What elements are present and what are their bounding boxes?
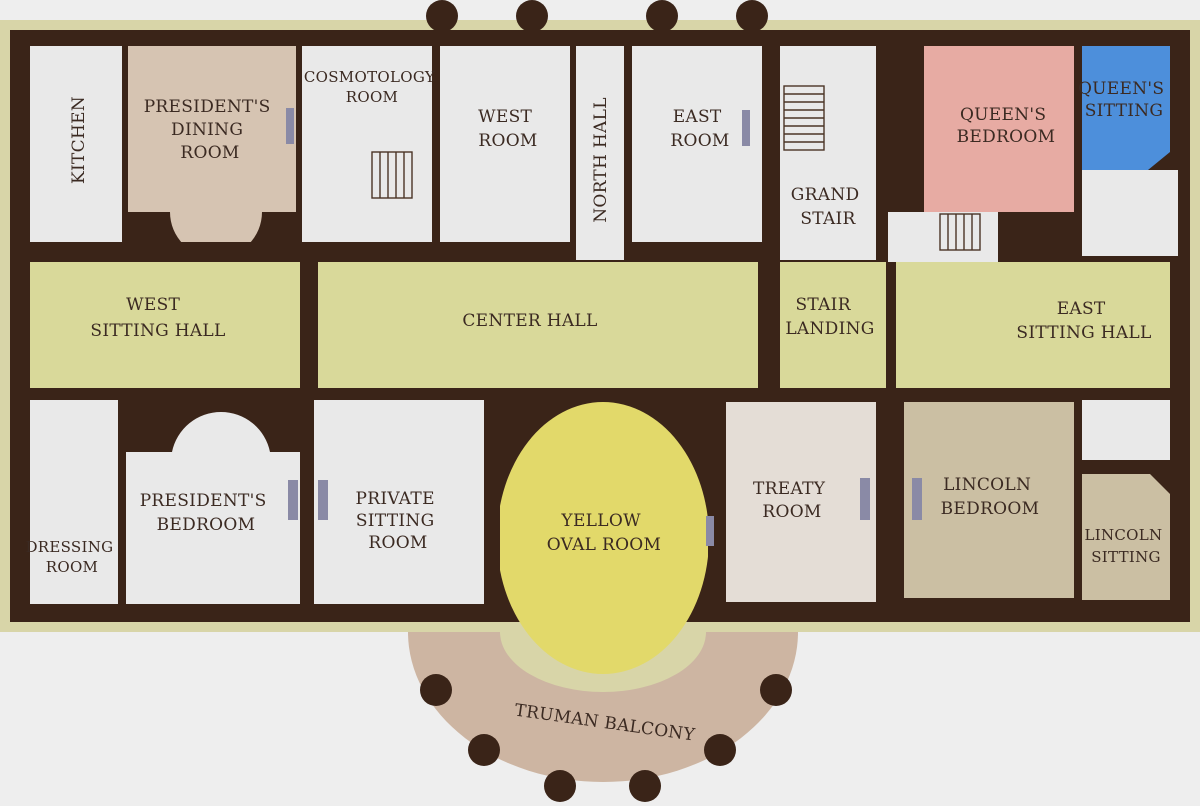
label-lincoln-sitting: LINCOLN SITTING: [1084, 526, 1167, 566]
label-queens-sitting: QUEEN'S SITTING: [1078, 79, 1170, 121]
dressing-room-area: [30, 400, 118, 604]
label-center-hall: CENTER HALL: [462, 311, 597, 331]
presidents-dining-room: [128, 46, 296, 258]
east-service-stair: [939, 213, 981, 251]
fireplace-marks: [286, 108, 922, 546]
north-portico-columns: [426, 0, 768, 32]
grand-stair-area: [780, 46, 876, 260]
grand-stair-steps: [783, 85, 825, 151]
east-closet-room: [1082, 400, 1170, 460]
truman-balcony: [408, 632, 798, 782]
east-room: [632, 46, 762, 242]
label-presidents-bedroom: PRESIDENT'S BEDROOM: [140, 491, 273, 535]
label-stair-landing: STAIR LANDING: [785, 295, 874, 339]
lincoln-bedroom: [904, 402, 1074, 598]
yellow-oval-room: [497, 402, 709, 674]
label-west-room: WEST ROOM: [478, 107, 538, 151]
label-grand-stair: GRAND STAIR: [791, 185, 865, 229]
lincoln-sitting-room: [1082, 474, 1170, 600]
label-north-hall: NORTH HALL: [591, 97, 611, 223]
queens-sitting-room: [1082, 46, 1170, 170]
west-room: [440, 46, 570, 242]
treaty-room: [726, 402, 876, 602]
west-service-stair: [371, 151, 413, 199]
label-treaty-room: TREATY ROOM: [753, 479, 831, 522]
stair-landing: [780, 262, 886, 388]
cosmetology-room: [302, 46, 432, 242]
label-kitchen: KITCHEN: [69, 96, 89, 184]
label-dressing-room: DRESSING ROOM: [25, 538, 118, 576]
label-east-sitting-hall: EAST SITTING HALL: [1016, 299, 1151, 343]
east-service-room: [1082, 170, 1178, 258]
kitchen-room: [30, 46, 122, 242]
label-private-sitting: PRIVATE SITTING ROOM: [356, 489, 441, 553]
balcony-columns: [420, 674, 792, 802]
label-cosmetology: COSMOTOLOGY ROOM: [304, 68, 440, 106]
private-sitting-room: [314, 400, 484, 604]
label-presidents-dining: PRESIDENT'S DINING ROOM: [144, 97, 277, 163]
center-hall: [318, 262, 758, 388]
presidents-bedroom: [126, 411, 300, 604]
label-yellow-oval: YELLOW OVAL ROOM: [547, 511, 662, 555]
interior-partitions: [30, 46, 1178, 604]
north-hall: [576, 46, 624, 260]
label-lincoln-bedroom: LINCOLN BEDROOM: [941, 475, 1040, 519]
west-sitting-hall: [30, 262, 300, 388]
label-east-room: EAST ROOM: [670, 107, 729, 151]
east-sitting-hall: [896, 262, 1170, 388]
label-west-sitting-hall: WEST SITTING HALL: [90, 295, 225, 341]
queens-bedroom: [924, 46, 1074, 212]
label-queens-bedroom: QUEEN'S BEDROOM: [957, 105, 1056, 147]
